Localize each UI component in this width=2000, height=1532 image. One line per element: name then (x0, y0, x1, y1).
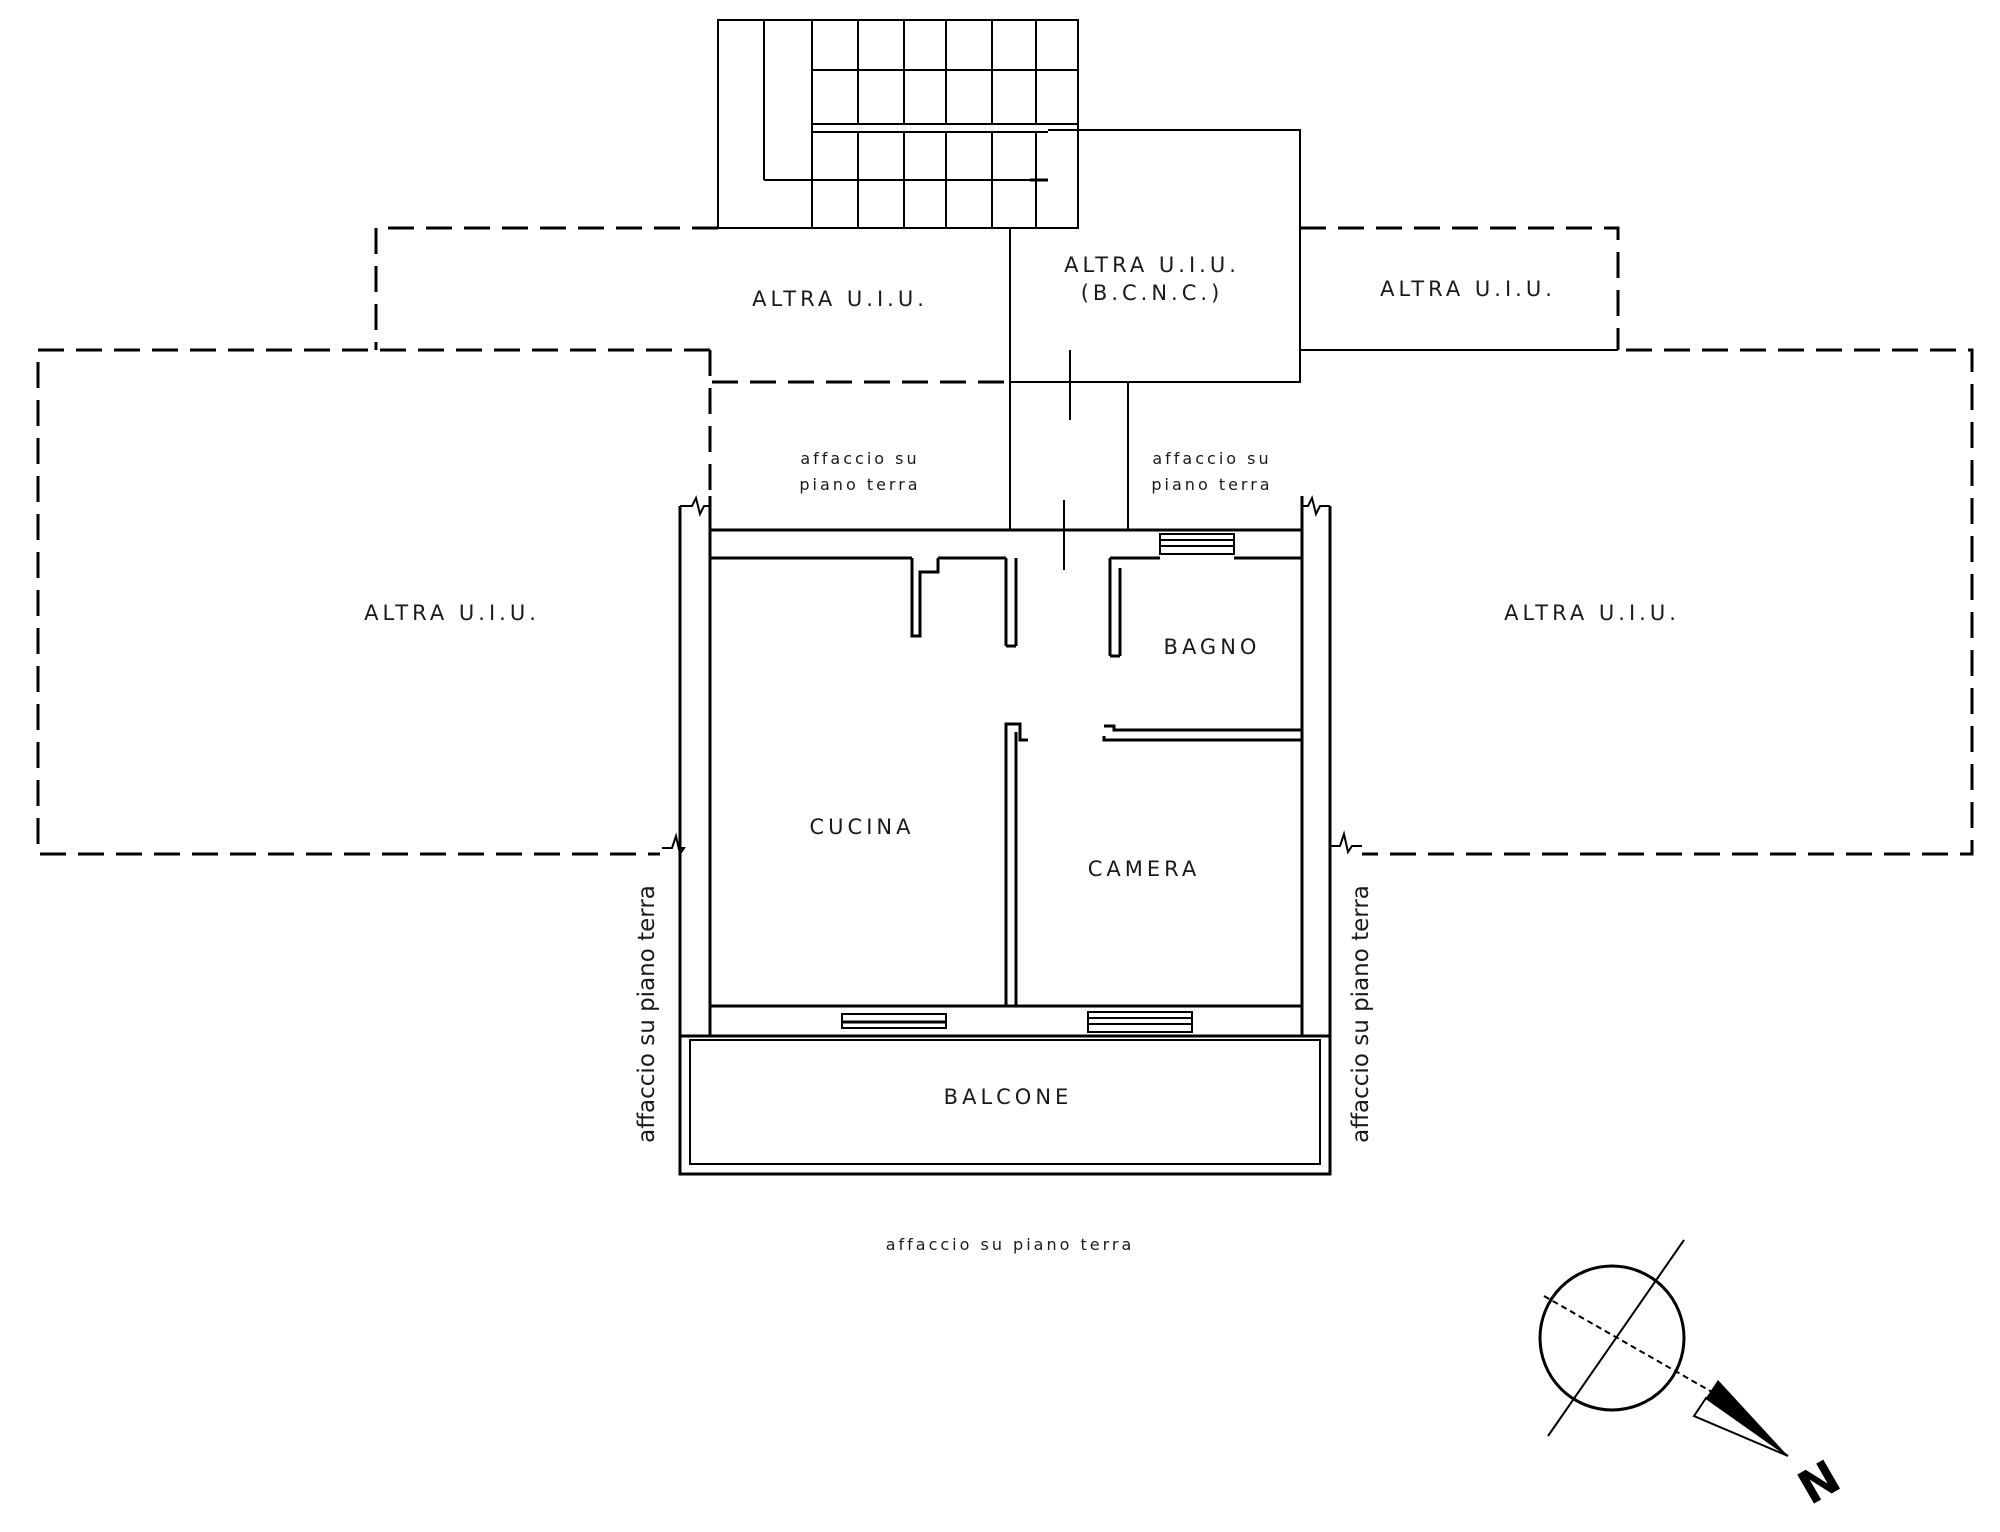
label-altra-uiu-top-left: ALTRA U.I.U. (752, 287, 928, 311)
north-label: N (1789, 1449, 1849, 1515)
north-arrow-icon: N (1538, 1239, 1849, 1515)
label-affaccio-left-1: affaccio su (800, 449, 919, 468)
label-cucina: CUCINA (810, 815, 915, 839)
label-camera: CAMERA (1088, 857, 1201, 881)
label-affaccio-right-1: affaccio su (1152, 449, 1271, 468)
label-altra-uiu-bcnc-2: (B.C.N.C.) (1081, 281, 1224, 305)
balcony (678, 1034, 1332, 1176)
label-side-right: affaccio su piano terra (1348, 885, 1374, 1143)
label-side-bottom: affaccio su piano terra (886, 1235, 1135, 1254)
label-altra-uiu-top-right: ALTRA U.I.U. (1380, 277, 1556, 301)
label-altra-uiu-right: ALTRA U.I.U. (1504, 601, 1680, 625)
label-affaccio-left-2: piano terra (799, 475, 920, 494)
apartment-walls (662, 495, 1362, 1174)
label-side-left: affaccio su piano terra (634, 885, 660, 1143)
label-balcone: BALCONE (944, 1085, 1073, 1109)
label-altra-uiu-left: ALTRA U.I.U. (364, 601, 540, 625)
label-affaccio-right-2: piano terra (1151, 475, 1272, 494)
label-bagno: BAGNO (1164, 635, 1261, 659)
label-altra-uiu-bcnc-1: ALTRA U.I.U. (1064, 253, 1240, 277)
staircase (717, 19, 1079, 229)
neighbour-units (36, 226, 1974, 856)
bcnc-block (1009, 129, 1301, 570)
